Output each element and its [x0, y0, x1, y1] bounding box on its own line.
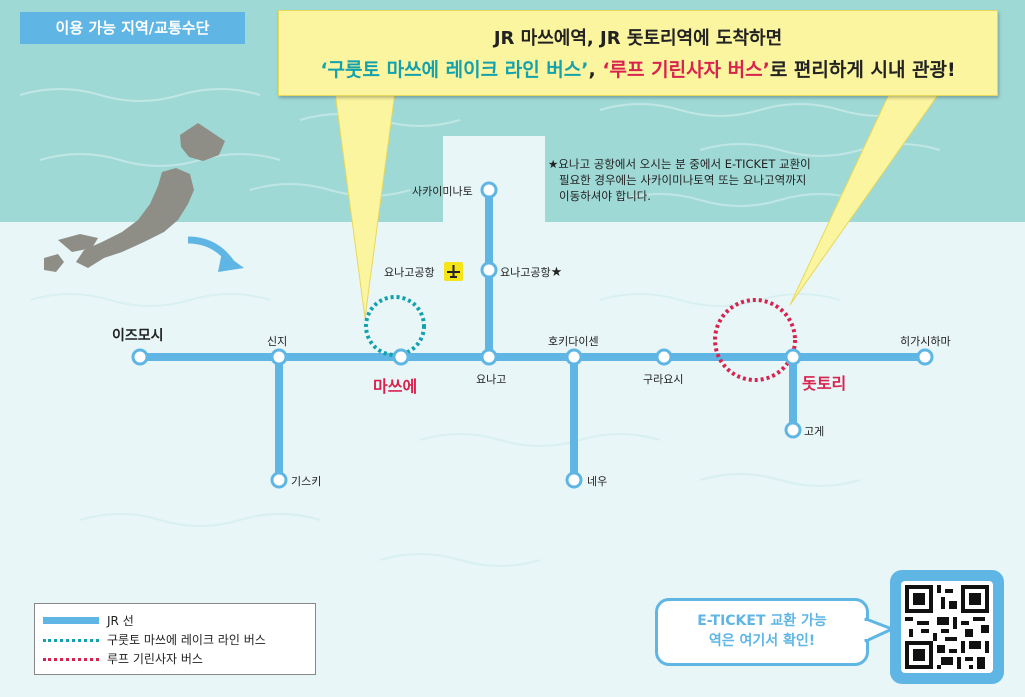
- station-kurayoshi[interactable]: [655, 348, 673, 366]
- qr-code-frame[interactable]: [890, 570, 1004, 684]
- legend-lake-swatch: [43, 639, 99, 642]
- qr-code-icon[interactable]: [901, 581, 993, 673]
- label-koge: 고게: [804, 425, 825, 438]
- station-sakaiminato[interactable]: [480, 181, 498, 199]
- station-neu[interactable]: [565, 471, 583, 489]
- label-yonago-airport-station-text: 요나고공항: [500, 266, 551, 279]
- label-higashihama: 히가시하마: [900, 335, 951, 348]
- star-icon: ★: [550, 265, 563, 280]
- station-tottori[interactable]: [784, 348, 802, 366]
- label-matsue: 마쓰에: [373, 377, 418, 396]
- eticket-line2: 역은 여기서 확인!: [708, 633, 816, 649]
- label-yonago: 요나고: [476, 373, 507, 386]
- label-kisuki: 기스키: [291, 475, 322, 488]
- label-tottori: 돗토리: [802, 374, 847, 393]
- station-koge[interactable]: [784, 421, 802, 439]
- label-neu: 네우: [587, 475, 608, 488]
- label-hokidaisen: 호키다이센: [548, 335, 599, 348]
- note-line3: 이동하셔야 합니다.: [559, 189, 651, 203]
- legend-loop-swatch: [43, 658, 99, 661]
- legend-jr-swatch: [43, 617, 99, 624]
- station-higashihama[interactable]: [916, 348, 934, 366]
- loop-kirin-bus-loop: [713, 298, 797, 382]
- lake-line-bus-name: ‘구룻토 마쓰에 레이크 라인 버스’: [320, 59, 589, 81]
- curved-arrow-icon: [218, 252, 244, 272]
- legend-lake-label: 구룻토 마쓰에 레이크 라인 버스: [107, 633, 266, 647]
- japan-map-icon: [44, 123, 225, 272]
- station-shinji[interactable]: [270, 348, 288, 366]
- label-yonago-airport-station: 요나고공항★: [500, 264, 562, 280]
- legend-loop-label: 루프 기린사자 버스: [107, 652, 203, 666]
- station-yonago[interactable]: [480, 348, 498, 366]
- callout-line2: ‘구룻토 마쓰에 레이크 라인 버스’, ‘루프 기린사자 버스’로 편리하게 …: [279, 55, 997, 82]
- label-sakaiminato: 사카이미나토: [412, 185, 473, 198]
- station-yonago-airport[interactable]: [480, 261, 498, 279]
- airport-note: ★요나고 공항에서 오시는 분 중에서 E-TICKET 교환이 필요한 경우에…: [548, 156, 811, 204]
- loop-kirin-bus-name: ‘루프 기린사자 버스’: [602, 59, 770, 81]
- qr-pattern: [905, 585, 989, 669]
- label-izumoshi: 이즈모시: [112, 328, 164, 344]
- station-matsue[interactable]: [392, 348, 410, 366]
- bubble-tail: [864, 617, 894, 643]
- callout-separator: ,: [588, 59, 603, 81]
- headline-callout: JR 마쓰에역, JR 돗토리역에 도착하면 ‘구룻토 마쓰에 레이크 라인 버…: [278, 10, 998, 96]
- eticket-info-bubble[interactable]: E-TICKET 교환 가능 역은 여기서 확인!: [655, 598, 869, 666]
- legend: JR 선 구룻토 마쓰에 레이크 라인 버스 루프 기린사자 버스: [34, 603, 316, 675]
- airplane-icon: [447, 265, 460, 278]
- legend-jr-label: JR 선: [107, 614, 134, 628]
- label-shinji: 신지: [267, 335, 288, 348]
- callout-line1: JR 마쓰에역, JR 돗토리역에 도착하면: [493, 28, 783, 49]
- note-line2: 필요한 경우에는 사카이미나토역 또는 요나고역까지: [559, 173, 807, 187]
- station-kisuki[interactable]: [270, 471, 288, 489]
- note-line1: ★요나고 공항에서 오시는 분 중에서 E-TICKET 교환이: [548, 157, 811, 171]
- station-hokidaisen[interactable]: [565, 348, 583, 366]
- eticket-line1: E-TICKET 교환 가능: [697, 613, 827, 629]
- lake-line-bus-loop: [364, 295, 426, 357]
- label-yonago-airport: 요나고공항: [384, 266, 435, 279]
- callout-tail-text: 로 편리하게 시내 관광!: [769, 59, 956, 81]
- label-kurayoshi: 구라요시: [643, 373, 684, 386]
- area-transport-badge: 이용 가능 지역/교통수단: [20, 12, 245, 44]
- station-izumoshi[interactable]: [131, 348, 149, 366]
- land-waves: [29, 293, 861, 567]
